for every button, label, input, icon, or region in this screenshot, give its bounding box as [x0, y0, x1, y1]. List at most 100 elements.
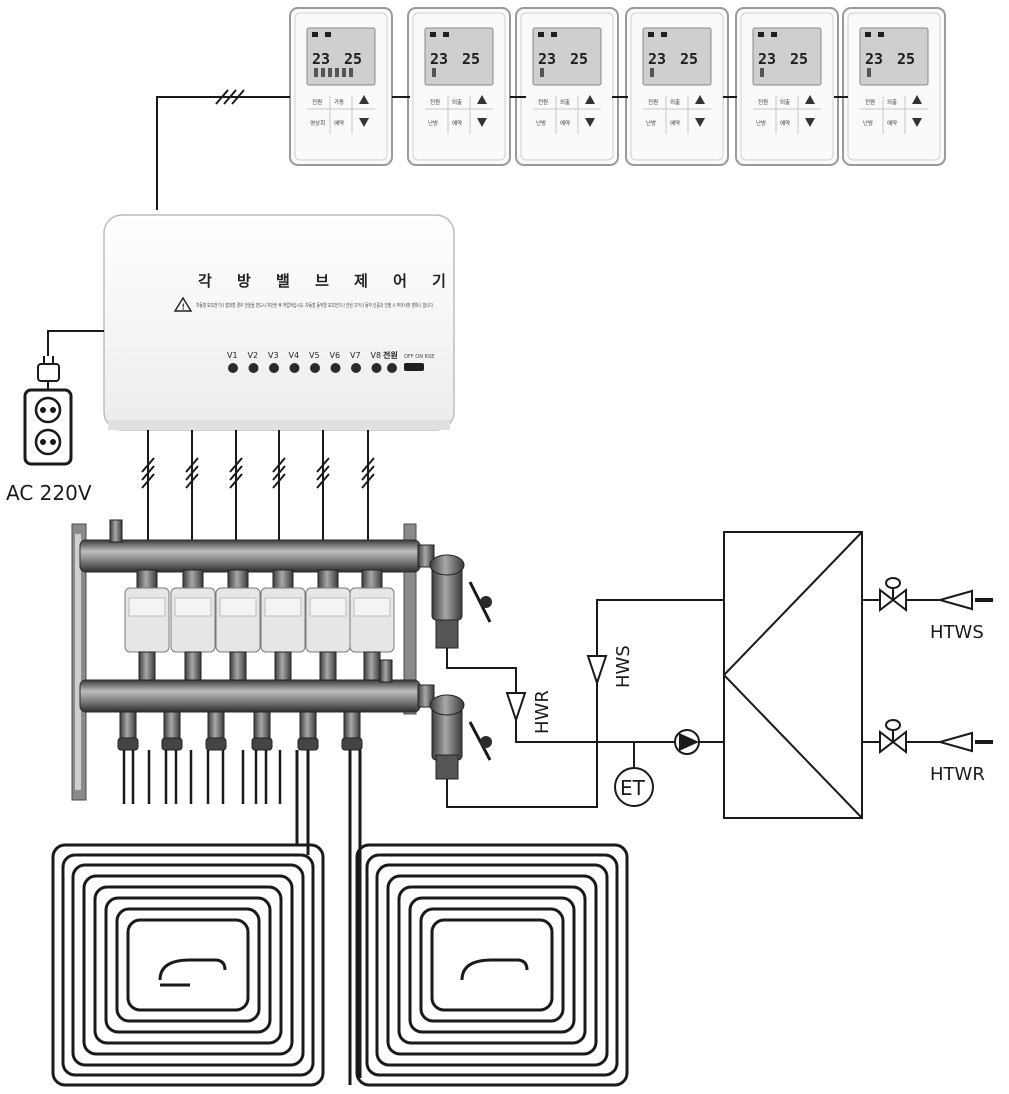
outing-button[interactable]: 외출 [670, 98, 680, 106]
valve-led [351, 363, 361, 373]
down-arrow-icon[interactable] [585, 118, 595, 127]
power-button[interactable]: 전원 [865, 98, 875, 106]
thermostat-lcd [642, 27, 712, 86]
valve-label: V5 [309, 351, 320, 360]
primary-piping [446, 598, 993, 808]
mode-button[interactable]: 영상회 [310, 119, 325, 127]
up-arrow-icon[interactable] [912, 95, 922, 104]
actuator-wires [141, 430, 375, 588]
down-arrow-icon[interactable] [912, 118, 922, 127]
power-button[interactable]: 전원 [430, 98, 440, 106]
return-valve[interactable] [117, 711, 139, 751]
outing-button[interactable]: 외출 [560, 98, 570, 106]
thermostat-lcd [859, 27, 929, 86]
hws-label: HWS [613, 645, 634, 688]
mode-button[interactable]: 난방 [756, 119, 766, 127]
mode-button[interactable]: 난방 [863, 119, 873, 127]
power-supply [23, 330, 104, 466]
mode-button[interactable]: 난방 [536, 119, 546, 127]
current-temperature: 23 [538, 50, 556, 68]
return-valve[interactable] [251, 711, 273, 751]
controller-title: 각 방 밸 브 제 어 기 [198, 272, 456, 290]
outing-button[interactable]: 외출 [452, 98, 462, 106]
return-manifold-bar [79, 679, 421, 713]
reserve-button[interactable]: 예약 [887, 119, 897, 127]
power-supply-label: AC 220V [6, 481, 92, 505]
valve-led [310, 363, 320, 373]
supply-manifold-bar [79, 539, 421, 573]
htwr-label: HTWR [930, 764, 985, 785]
valve-label: V3 [268, 351, 279, 360]
power-switch[interactable] [404, 363, 424, 371]
mode-button[interactable]: 난방 [428, 119, 438, 127]
htwr-flow-arrow-icon [936, 731, 973, 753]
wall-socket-icon [23, 388, 73, 466]
power-button[interactable]: 전원 [758, 98, 768, 106]
return-valve[interactable] [205, 711, 227, 751]
current-temperature: 23 [648, 50, 666, 68]
thermostat-lcd [532, 27, 602, 86]
reserve-button[interactable]: 예약 [452, 119, 462, 127]
return-valve[interactable] [297, 711, 319, 751]
up-arrow-icon[interactable] [695, 95, 705, 104]
up-arrow-icon[interactable] [477, 95, 487, 104]
reserve-button[interactable]: 예약 [670, 119, 680, 127]
current-temperature: 23 [312, 50, 330, 68]
outing-button[interactable]: 외출 [887, 98, 897, 106]
valve-led [228, 363, 238, 373]
flow-arrow-icon [505, 655, 608, 724]
down-arrow-icon[interactable] [805, 118, 815, 127]
up-arrow-icon[interactable] [585, 95, 595, 104]
up-arrow-icon[interactable] [805, 95, 815, 104]
set-temperature: 25 [570, 50, 588, 68]
valve-actuator [260, 569, 306, 681]
power-button[interactable]: 전원 [538, 98, 548, 106]
set-temperature: 25 [680, 50, 698, 68]
valve-led [269, 363, 279, 373]
down-arrow-icon[interactable] [695, 118, 705, 127]
svg-text:!: ! [182, 303, 186, 312]
reserve-button[interactable]: 예약 [560, 119, 570, 127]
heat-exchanger [722, 531, 863, 819]
valve-label: V8 [371, 351, 382, 360]
valve-actuator [124, 569, 170, 681]
current-temperature: 23 [430, 50, 448, 68]
down-arrow-icon[interactable] [359, 118, 369, 127]
floor-heating-loops [51, 750, 629, 1087]
down-arrow-icon[interactable] [477, 118, 487, 127]
valve-label: V4 [289, 351, 300, 360]
warning-icon: ! [173, 296, 193, 312]
manifold-drop-pipes [122, 750, 282, 804]
reserve-button[interactable]: 예약 [334, 119, 344, 127]
set-temperature: 25 [790, 50, 808, 68]
current-temperature: 23 [758, 50, 776, 68]
valve-actuator [170, 569, 216, 681]
outing-button[interactable]: 가동 [334, 98, 344, 106]
htwr-valve-icon [879, 719, 907, 755]
valve-actuator [305, 569, 351, 681]
supply-ball-valve[interactable] [417, 544, 492, 649]
plug-icon [37, 356, 60, 390]
up-arrow-icon[interactable] [359, 95, 369, 104]
htws-label: HTWS [930, 622, 984, 643]
thermostat-lcd [424, 27, 494, 86]
power-button[interactable]: 전원 [648, 98, 658, 106]
mode-button[interactable]: 난방 [646, 119, 656, 127]
reserve-button[interactable]: 예약 [780, 119, 790, 127]
expansion-tank: ET [614, 767, 654, 807]
valve-actuator [349, 569, 395, 681]
return-valve[interactable] [161, 711, 183, 751]
return-valve[interactable] [341, 711, 363, 751]
htws-valve-icon [879, 577, 907, 613]
return-ball-valve[interactable] [417, 684, 492, 780]
outing-button[interactable]: 외출 [780, 98, 790, 106]
power-button[interactable]: 전원 [312, 98, 322, 106]
valve-controller: 각 방 밸 브 제 어 기 ! 차동형 보조전기나 접대형 경우 전원을 반드시… [103, 214, 456, 431]
thermostat-lcd [752, 27, 822, 86]
actuator-row [124, 569, 395, 681]
power-label: 전원 [383, 350, 398, 360]
